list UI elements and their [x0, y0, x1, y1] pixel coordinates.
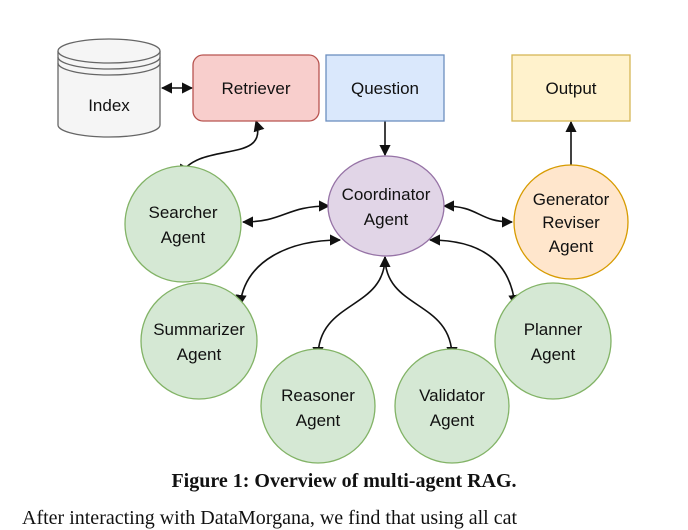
summarizer-agent-node: Summarizer Agent [140, 282, 258, 400]
validator-label-2: Agent [430, 411, 475, 430]
index-database: Index [57, 38, 161, 138]
question-label: Question [351, 79, 419, 98]
output-node: Output [511, 54, 631, 122]
edge-searcher-coordinator [241, 200, 331, 228]
summarizer-label-2: Agent [177, 345, 222, 364]
generator-label-3: Agent [549, 237, 594, 256]
index-label: Index [88, 96, 130, 115]
body-text-line: After interacting with DataMorgana, we f… [22, 507, 518, 529]
edge-coordinator-summarizer [235, 234, 342, 307]
output-label: Output [545, 79, 596, 98]
retriever-label: Retriever [222, 79, 291, 98]
reasoner-label-1: Reasoner [281, 386, 355, 405]
generator-label-1: Generator [533, 190, 610, 209]
searcher-agent-node: Searcher Agent [124, 165, 242, 283]
summarizer-label-1: Summarizer [153, 320, 245, 339]
coordinator-agent-node: Coordinator Agent [327, 155, 445, 257]
edge-coordinator-planner [428, 234, 520, 307]
coordinator-label-1: Coordinator [342, 185, 431, 204]
planner-agent-node: Planner Agent [494, 282, 612, 400]
validator-agent-node: Validator Agent [394, 348, 510, 464]
edge-coordinator-validator [384, 256, 458, 359]
retriever-node: Retriever [192, 54, 320, 122]
planner-label-1: Planner [524, 320, 583, 339]
question-node: Question [325, 54, 445, 122]
edge-coordinator-reasoner [312, 255, 391, 359]
generator-label-2: Reviser [542, 213, 600, 232]
edges [160, 82, 577, 359]
validator-label-1: Validator [419, 386, 485, 405]
figure-caption: Figure 1: Overview of multi-agent RAG. [171, 470, 517, 492]
reasoner-agent-node: Reasoner Agent [260, 348, 376, 464]
edge-retriever-searcher [179, 119, 265, 176]
edge-coordinator-generator [442, 200, 514, 228]
reasoner-label-2: Agent [296, 411, 341, 430]
coordinator-label-2: Agent [364, 210, 409, 229]
searcher-label-2: Agent [161, 228, 206, 247]
generator-reviser-agent-node: Generator Reviser Agent [513, 164, 629, 280]
planner-label-2: Agent [531, 345, 576, 364]
searcher-label-1: Searcher [149, 203, 218, 222]
